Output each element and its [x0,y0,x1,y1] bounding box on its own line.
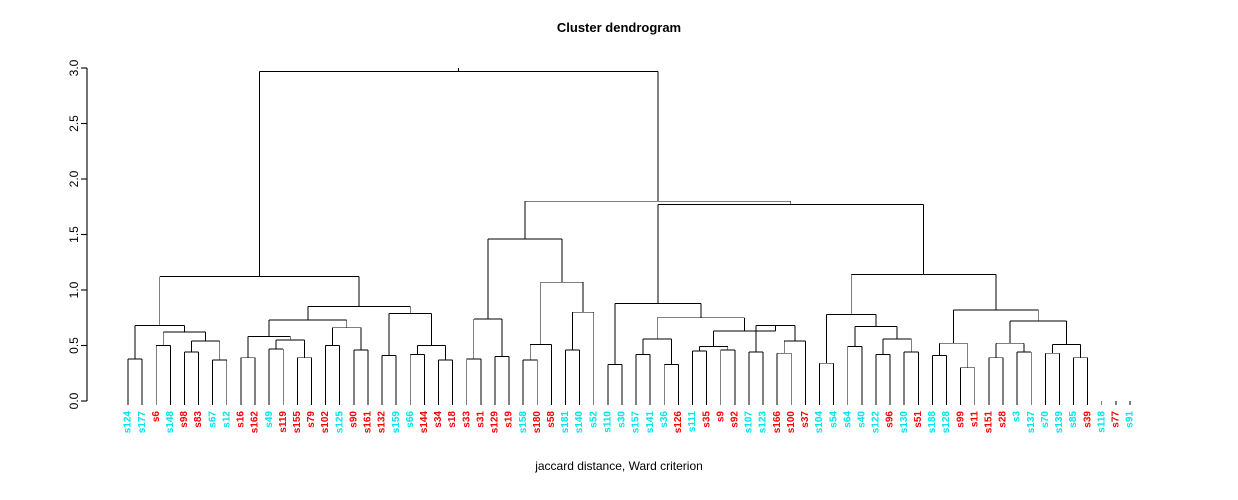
leaf-label: s3 [1012,411,1023,423]
leaf-label: s64 [842,411,853,428]
leaf-label: s140 [574,411,585,434]
leaf-label: s104 [814,411,825,434]
leaf-label: s111 [687,411,698,433]
leaf-label: s119 [278,411,289,433]
leaf-label: s157 [631,411,642,434]
leaf-label: s96 [885,411,896,428]
leaf-label: s77 [1111,411,1122,428]
leaf-label: s188 [927,411,938,434]
leaf-label: s100 [786,411,797,434]
leaf-label: s158 [518,411,529,434]
leaf-label: s31 [475,411,486,428]
leaf-label: s99 [955,411,966,428]
leaf-label: s33 [461,411,472,428]
leaf-label: s123 [758,411,769,434]
leaf-label: s141 [645,411,656,434]
leaf-label: s126 [673,411,684,434]
leaf-label: s70 [1040,411,1051,428]
page-title: Cluster dendrogram [557,20,681,35]
leaf-label: s12 [221,411,232,428]
leaf-label: s122 [871,411,882,434]
y-axis-tick-label: 2.0 [67,170,81,187]
leaf-label: s18 [447,411,458,428]
leaf-label: s162 [250,411,261,434]
leaf-label: s52 [588,411,599,428]
leaf-label: s161 [363,411,374,434]
leaf-label: s92 [729,411,740,428]
leaf-label: s6 [151,411,162,423]
leaf-label: s180 [532,411,543,434]
leaf-label: s54 [828,411,839,428]
leaf-label: s128 [941,411,952,434]
leaf-label: s11 [969,411,980,428]
leaf-label: s28 [998,411,1009,428]
leaf-label: s36 [659,411,670,428]
leaf-label: s40 [856,411,867,428]
leaf-label: s30 [617,411,628,428]
leaf-label: s159 [391,411,402,434]
leaf-label: s137 [1026,411,1037,434]
leaf-label: s151 [984,411,995,434]
dendrogram-branches [127,68,1089,401]
leaf-label: s125 [334,411,345,434]
leaf-label: s37 [800,411,811,428]
leaf-label: s98 [179,411,190,428]
leaf-label: s83 [193,411,204,428]
leaf-label: s85 [1068,411,1079,428]
y-axis-tick-label: 0.5 [67,337,81,354]
leaf-label: s155 [292,411,303,434]
leaf-label: s49 [264,411,275,428]
leaf-label: s102 [320,411,331,434]
leaf-label: s166 [772,411,783,434]
leaf-label: s90 [348,411,359,428]
leaf-label: s16 [236,411,247,428]
y-axis-tick-label: 1.0 [67,281,81,298]
leaf-label: s91 [1125,411,1136,428]
leaf-label: s130 [899,411,910,434]
leaf-label: s35 [701,411,712,428]
leaf-label: s39 [1082,411,1093,428]
leaf-label: s79 [306,411,317,428]
leaf-label: s181 [560,411,571,434]
leaf-label: s66 [405,411,416,428]
x-axis-label: jaccard distance, Ward criterion [534,459,703,473]
y-axis-tick-label: 3.0 [67,59,81,76]
leaf-label: s177 [137,411,148,434]
leaf-label: s132 [377,411,388,434]
leaf-label: s124 [123,411,134,434]
leaf-label: s51 [913,411,924,428]
y-axis-tick-label: 1.5 [67,226,81,243]
leaf-label: s67 [207,411,218,428]
leaf-label: s34 [433,411,444,428]
leaf-label: s148 [165,411,176,434]
leaf-label: s118 [1096,411,1107,433]
leaf-label: s107 [744,411,755,434]
leaf-label: s19 [504,411,515,428]
leaf-label: s139 [1054,411,1065,434]
leaf-label: s110 [602,411,613,433]
leaf-label: s9 [715,411,726,423]
leaf-label: s144 [419,411,430,434]
leaf-label: s129 [490,411,501,434]
y-axis-tick-label: 2.5 [67,115,81,132]
y-axis: 3.0 2.5 2.0 1.5 1.0 0.5 0.0 [67,59,88,409]
y-axis-tick-label: 0.0 [67,392,81,409]
leaf-label: s58 [546,411,557,428]
